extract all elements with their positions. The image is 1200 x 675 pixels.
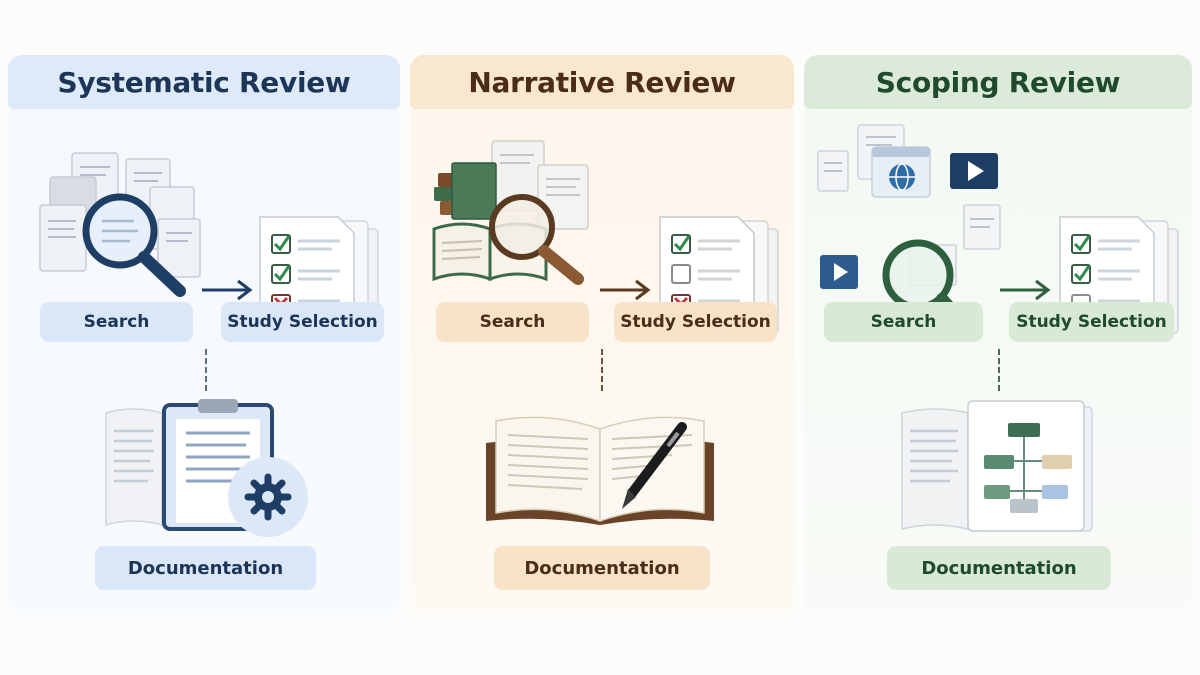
study-selection-step: Study Selection — [1009, 302, 1174, 342]
study-selection-step: Study Selection — [221, 302, 384, 342]
study-selection-step: Study Selection — [614, 302, 777, 342]
documentation-step: Documentation — [887, 546, 1111, 590]
panel-scoping-review: Scoping Review — [804, 55, 1192, 615]
flowchart-document-icon — [901, 400, 1093, 532]
panel-title: Narrative Review — [410, 55, 794, 109]
panel-title: Systematic Review — [8, 55, 400, 109]
search-step: Search — [436, 302, 589, 342]
search-step: Search — [40, 302, 193, 342]
magnifier-over-books-icon — [432, 140, 589, 285]
panel-narrative-review: Narrative Review Search Study Selection — [410, 55, 794, 615]
documentation-step: Documentation — [494, 546, 710, 590]
connector-line — [205, 349, 207, 391]
arrow-right-icon — [1000, 279, 1051, 301]
panel-systematic-review: Systematic Review — [8, 55, 400, 615]
documentation-step: Documentation — [95, 546, 316, 590]
clipboard-gear-icon — [105, 399, 308, 537]
connector-line — [601, 349, 603, 391]
panel-title: Scoping Review — [804, 55, 1192, 109]
arrow-right-icon — [202, 279, 253, 301]
magnifier-over-media-icon — [817, 124, 1001, 341]
arrow-right-icon — [600, 279, 651, 301]
open-book-pen-icon — [486, 416, 714, 525]
magnifier-over-documents-icon — [39, 152, 201, 297]
search-step: Search — [824, 302, 983, 342]
connector-line — [998, 349, 1000, 391]
